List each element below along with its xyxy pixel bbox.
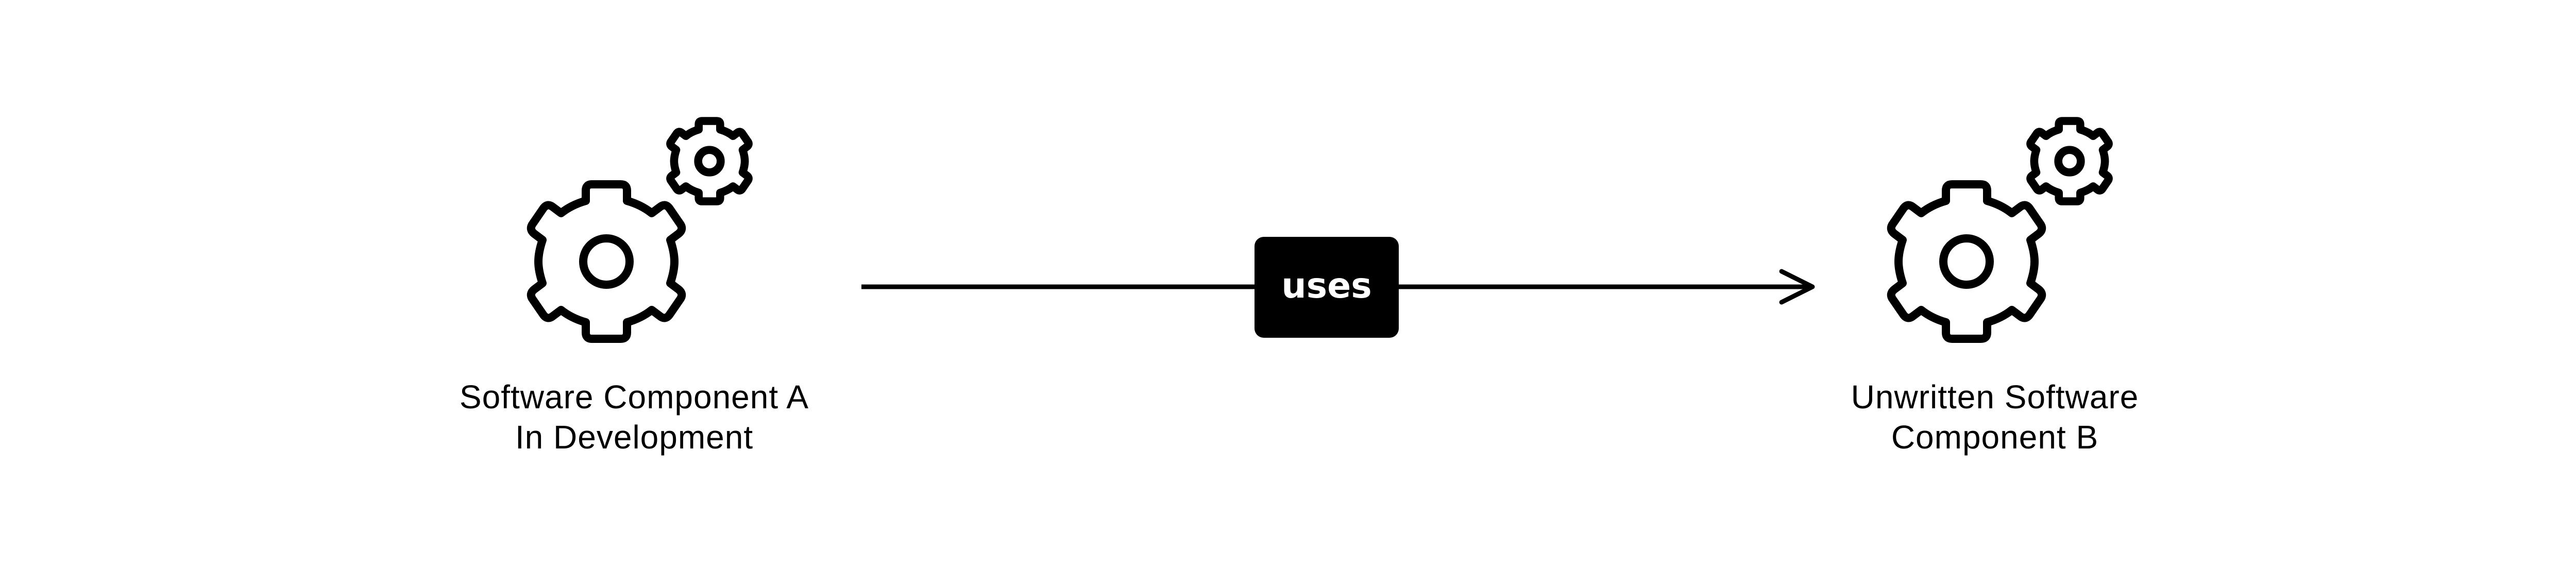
edge-label: uses [1281, 265, 1372, 306]
large-gear-icon [531, 184, 682, 339]
node-label-a-line2: In Development [515, 419, 754, 456]
edge-label-badge: uses [1255, 237, 1399, 338]
node-label-b-line2: Component B [1891, 419, 2099, 456]
gears-icon-a [531, 121, 749, 339]
node-label-b-line1: Unwritten Software [1851, 378, 2139, 416]
node-label-b: Unwritten Software Component B [1737, 377, 2252, 457]
node-label-a: Software Component A In Development [377, 377, 892, 457]
large-gear-icon [1891, 184, 2042, 339]
gears-icon-b [1891, 121, 2109, 339]
node-label-a-line1: Software Component A [459, 378, 809, 416]
small-gear-icon [670, 121, 749, 201]
arrow-head-icon [1779, 269, 1815, 305]
small-gear-icon [2030, 121, 2109, 201]
